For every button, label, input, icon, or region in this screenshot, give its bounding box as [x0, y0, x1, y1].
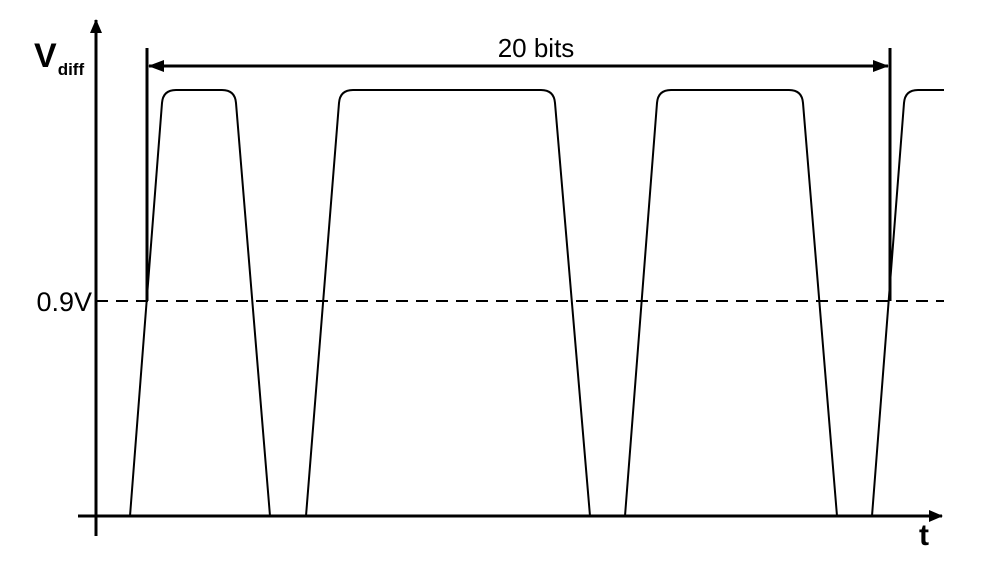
x-axis-label: t: [919, 519, 929, 552]
threshold-label: 0.9V: [36, 287, 92, 317]
signal-waveform: [96, 89, 944, 517]
y-axis-label: Vdiff: [34, 37, 84, 79]
span-label: 20 bits: [498, 33, 575, 63]
